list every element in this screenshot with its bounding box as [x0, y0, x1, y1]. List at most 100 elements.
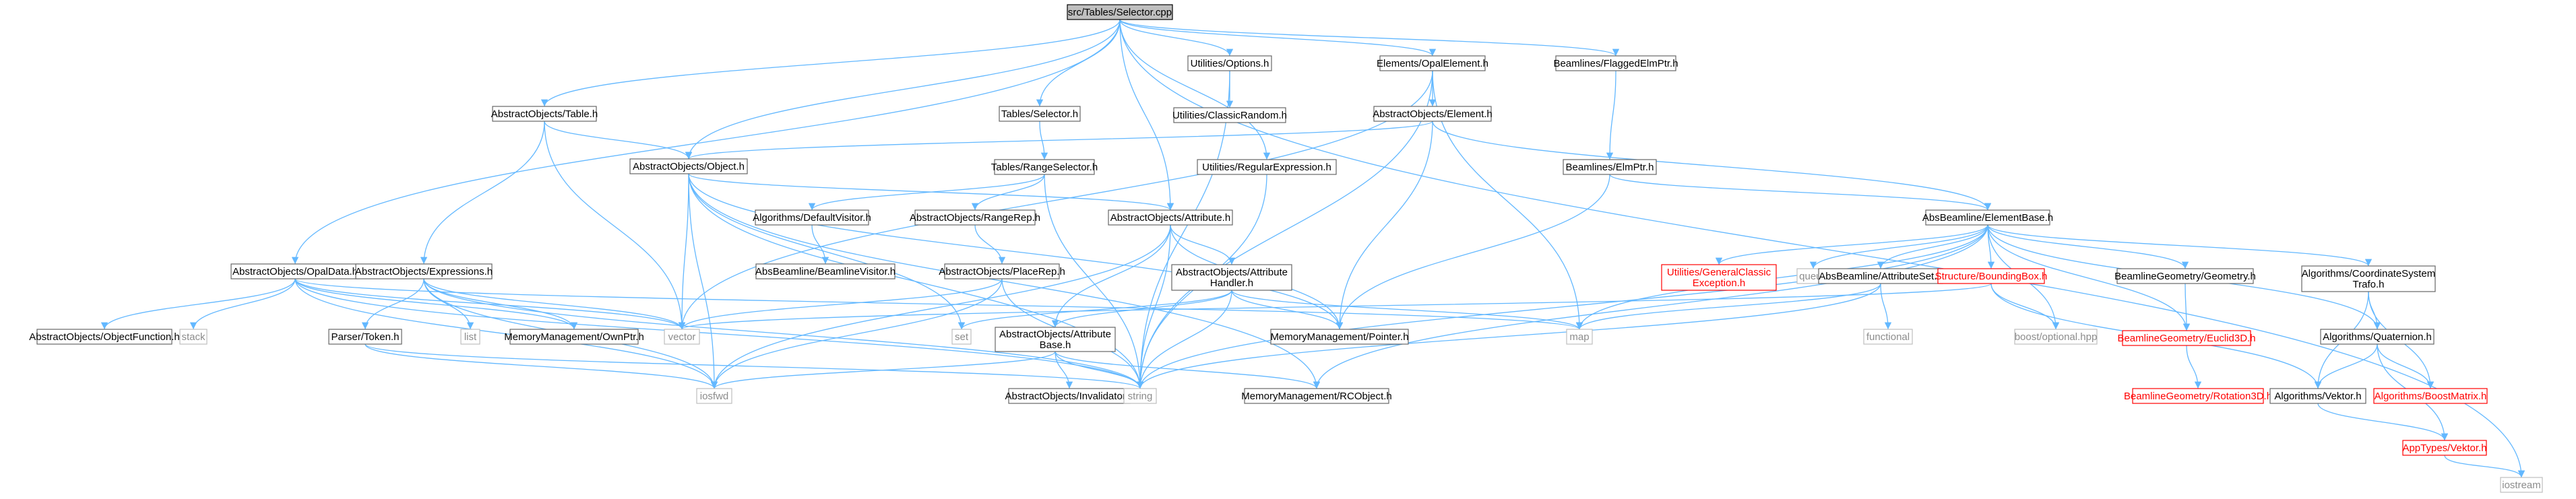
edge-bg_euclid3d-to-bg_rotation3d: [2186, 345, 2202, 389]
node-bl_flaggedelmptr[interactable]: Beamlines/FlaggedElmPtr.h: [1553, 55, 1678, 71]
node-label: Tables/Selector.h: [1001, 108, 1078, 120]
node-box: [629, 158, 748, 174]
node-box: [696, 388, 732, 404]
node-alg_boostmatrix[interactable]: Algorithms/BoostMatrix.h: [2373, 388, 2488, 404]
edge-ao_expressions-to-string: [423, 278, 1144, 389]
node-label: Beamlines/FlaggedElmPtr.h: [1553, 58, 1678, 69]
node-vector: vector: [664, 329, 700, 345]
node-box: [492, 106, 597, 122]
node-box: [1566, 329, 1593, 345]
edge-ao_attribute-to-iosfwd: [710, 224, 1171, 389]
node-ao_placerep[interactable]: AbstractObjects/PlaceRep.h: [939, 263, 1065, 279]
edge-bg_geometry-to-bg_euclid3d: [2182, 283, 2191, 331]
node-label: Handler.h: [1210, 277, 1253, 289]
node-box: [2269, 388, 2366, 404]
node-apptypes_vektor[interactable]: AppTypes/Vektor.h: [2402, 440, 2487, 456]
node-elem_opalelement[interactable]: Elements/OpalElement.h: [1377, 55, 1488, 71]
node-box: [2320, 329, 2434, 345]
node-absbl_beamlinevisitor[interactable]: AbsBeamline/BeamlineVisitor.h: [755, 263, 896, 279]
node-label: boost/optional.hpp: [2015, 331, 2098, 343]
node-label: BeamlineGeometry/Rotation3D.h: [2124, 391, 2272, 402]
node-mm_pointer[interactable]: MemoryManagement/Pointer.h: [1270, 329, 1409, 345]
edge-ao_attribute_handler-to-string: [1136, 290, 1232, 389]
node-label: Utilities/Options.h: [1191, 58, 1269, 69]
node-bg_geometry[interactable]: BeamlineGeometry/Geometry.h: [2114, 268, 2256, 284]
edge-opaldata-to-map: [294, 278, 1583, 330]
node-box: [355, 263, 493, 279]
edge-selector_cpp-to-iostream: [1119, 19, 2525, 478]
node-absbl_elementbase[interactable]: AbsBeamline/ElementBase.h: [1922, 209, 2053, 226]
node-absbl_attributeset[interactable]: AbsBeamline/AttributeSet.h: [1818, 268, 1943, 284]
node-util_classicrandom[interactable]: Utilities/ClassicRandom.h: [1172, 107, 1287, 123]
node-box: [1187, 55, 1272, 71]
node-opaldata[interactable]: AbstractObjects/OpalData.h: [230, 263, 360, 279]
node-label: Algorithms/Vektor.h: [2274, 391, 2361, 402]
node-box: [1937, 268, 2045, 284]
node-box: [995, 327, 1116, 352]
node-label: Utilities/ClassicRandom.h: [1172, 110, 1287, 121]
node-ao_expressions[interactable]: AbstractObjects/Expressions.h: [355, 263, 493, 279]
node-label: Parser/Token.h: [332, 331, 400, 343]
edge-apptypes_vektor-to-iostream: [2444, 455, 2525, 478]
node-label: src/Tables/Selector.cpp: [1068, 7, 1172, 18]
edge-selector_cpp-to-util_options: [1119, 19, 1234, 57]
node-parser_token[interactable]: Parser/Token.h: [328, 329, 402, 345]
node-mm_ownptr[interactable]: MemoryManagement/OwnPtr.h: [504, 329, 644, 345]
node-ao_object[interactable]: AbstractObjects/Object.h: [629, 158, 748, 174]
node-ao_element[interactable]: AbstractObjects/Element.h: [1373, 106, 1493, 122]
node-ao_attribute[interactable]: AbstractObjects/Attribute.h: [1108, 209, 1233, 226]
node-box: [755, 263, 896, 279]
edge-structure_boundingbox-to-boost_optional: [1990, 283, 2060, 330]
node-label: AbstractObjects/ObjectFunction.h: [29, 331, 179, 343]
node-box: [951, 329, 972, 345]
node-ao_objectfunction[interactable]: AbstractObjects/ObjectFunction.h: [29, 329, 180, 345]
node-string: string: [1123, 388, 1157, 404]
node-label: functional: [1866, 331, 1910, 343]
node-mm_rcobject[interactable]: MemoryManagement/RCObject.h: [1241, 388, 1392, 404]
node-stack: stack: [179, 329, 208, 345]
node-util_options[interactable]: Utilities/Options.h: [1187, 55, 1272, 71]
node-alg_quaternion[interactable]: Algorithms/Quaternion.h: [2320, 329, 2434, 345]
edge-ao_object-to-set: [688, 173, 966, 330]
edge-ao_rangerep-to-ao_placerep: [974, 224, 1006, 265]
edge-ao_attribute_handler-to-map: [1231, 290, 1583, 330]
node-ao_rangerep[interactable]: AbstractObjects/RangeRep.h: [910, 209, 1040, 226]
node-bl_elmptr[interactable]: Beamlines/ElmPtr.h: [1563, 159, 1657, 175]
edge-selector_cpp-to-ao_attribute: [1119, 19, 1174, 211]
node-util_regex[interactable]: Utilities/RegularExpression.h: [1197, 159, 1337, 175]
node-bg_euclid3d[interactable]: BeamlineGeometry/Euclid3D.h: [2117, 330, 2256, 346]
node-label: MemoryManagement/Pointer.h: [1270, 331, 1408, 343]
node-label: Algorithms/DefaultVisitor.h: [753, 212, 871, 224]
edge-absbl_elementbase-to-queue: [1809, 224, 1988, 269]
node-label: iosfwd: [700, 391, 729, 402]
edge-absbl_elementbase-to-alg_coordsystemtrafo: [1987, 224, 2373, 267]
node-bg_rotation3d[interactable]: BeamlineGeometry/Rotation3D.h: [2124, 388, 2272, 404]
node-tables_selector[interactable]: Tables/Selector.h: [999, 106, 1081, 122]
edge-bl_elmptr-to-mm_pointer: [1336, 174, 1610, 330]
node-ao_table[interactable]: AbstractObjects/Table.h: [491, 106, 598, 122]
node-selector_cpp[interactable]: src/Tables/Selector.cpp: [1067, 4, 1173, 20]
edge-alg_quaternion-to-alg_boostmatrix: [2377, 343, 2434, 389]
node-label: set: [955, 331, 969, 343]
edge-ao_table-to-ao_expressions: [420, 121, 545, 265]
edge-alg_quaternion-to-alg_vektor: [2314, 343, 2378, 389]
node-box: [1173, 107, 1286, 123]
edges-layer: [100, 19, 2525, 478]
node-ao_invalidator[interactable]: AbstractObjects/Invalidator.h: [1005, 388, 1134, 404]
node-label: AbstractObjects/Expressions.h: [355, 266, 493, 277]
node-box: [328, 329, 402, 345]
node-alg_vektor[interactable]: Algorithms/Vektor.h: [2269, 388, 2366, 404]
node-box: [1863, 329, 1913, 345]
edge-ao_attribute_handler-to-set: [957, 290, 1232, 330]
edge-ao_element-to-absbl_elementbase: [1432, 121, 1992, 211]
node-tables_rangeselector[interactable]: Tables/RangeSelector.h: [991, 159, 1098, 175]
node-label: Algorithms/BoostMatrix.h: [2375, 391, 2487, 402]
node-alg_defaultvisitor[interactable]: Algorithms/DefaultVisitor.h: [753, 209, 871, 226]
node-map: map: [1566, 329, 1593, 345]
node-structure_boundingbox[interactable]: Structure/BoundingBox.h: [1935, 268, 2048, 284]
edge-absbl_elementbase-to-util_generalclassicexception: [1715, 224, 1988, 265]
